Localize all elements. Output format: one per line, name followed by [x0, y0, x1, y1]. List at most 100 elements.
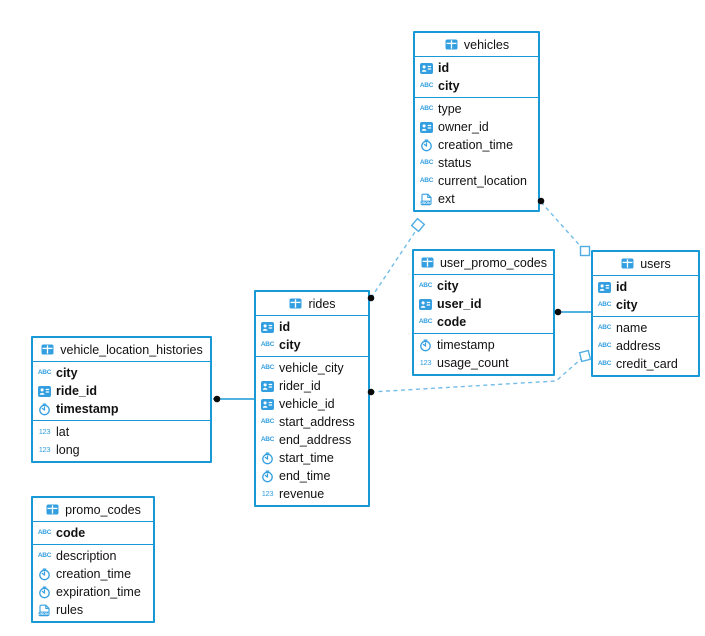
user-id-icon [597, 281, 612, 294]
text-type-icon: ABC [597, 341, 612, 349]
text-type-icon: ABC [260, 363, 275, 371]
table-icon [620, 257, 635, 270]
text-type-icon: ABC [418, 281, 433, 289]
field-row-city[interactable]: ABC city [33, 364, 210, 382]
field-name: ext [438, 192, 455, 206]
field-name: city [279, 338, 301, 352]
table-header[interactable]: users [593, 252, 698, 276]
field-row-id[interactable]: id [415, 59, 538, 77]
table-header[interactable]: user_promo_codes [414, 251, 553, 275]
json-type-icon: JSON [419, 193, 434, 206]
user-id-icon [260, 380, 275, 393]
field-row-user_id[interactable]: user_id [414, 295, 553, 313]
field-name: id [279, 320, 291, 334]
field-row-ride_id[interactable]: ride_id [33, 382, 210, 400]
user-id-icon [37, 385, 52, 398]
svg-text:JSON: JSON [421, 201, 431, 205]
field-name: end_time [279, 469, 331, 483]
text-type-icon: ABC [419, 81, 434, 89]
field-name: rider_id [279, 379, 321, 393]
field-row-creation_time[interactable]: creation_time [33, 565, 153, 583]
field-row-creation_time[interactable]: creation_time [415, 136, 538, 154]
field-row-expiration_time[interactable]: expiration_time [33, 583, 153, 601]
field-name: type [438, 102, 462, 116]
field-row-credit_card[interactable]: ABC credit_card [593, 355, 698, 373]
table-header[interactable]: rides [256, 292, 368, 316]
field-name: usage_count [437, 356, 509, 370]
table-name: users [640, 256, 671, 271]
table-header[interactable]: vehicle_location_histories [33, 338, 210, 362]
text-type-icon: ABC [37, 368, 52, 376]
field-name: credit_card [616, 357, 678, 371]
text-type-icon: ABC [597, 323, 612, 331]
field-name: timestamp [437, 338, 495, 352]
field-row-city[interactable]: ABC city [415, 77, 538, 95]
field-name: city [438, 79, 460, 93]
text-type-icon: ABC [260, 417, 275, 425]
field-row-start_time[interactable]: start_time [256, 449, 368, 467]
timestamp-icon [37, 567, 52, 581]
field-name: creation_time [56, 567, 132, 581]
field-row-ext[interactable]: JSON ext [415, 190, 538, 208]
field-name: revenue [279, 487, 325, 501]
timestamp-icon [37, 402, 52, 416]
field-row-timestamp[interactable]: timestamp [414, 336, 553, 354]
field-name: vehicle_id [279, 397, 335, 411]
text-type-icon: ABC [597, 300, 612, 308]
field-row-timestamp[interactable]: timestamp [33, 400, 210, 418]
timestamp-icon [37, 585, 52, 599]
field-row-id[interactable]: id [256, 318, 368, 336]
table-header[interactable]: promo_codes [33, 498, 153, 522]
field-row-owner_id[interactable]: owner_id [415, 118, 538, 136]
field-name: start_address [279, 415, 355, 429]
field-row-rider_id[interactable]: rider_id [256, 377, 368, 395]
text-type-icon: ABC [37, 528, 52, 536]
field-name: code [56, 526, 86, 540]
text-type-icon: ABC [597, 359, 612, 367]
svg-text:JSON: JSON [39, 612, 49, 616]
field-row-code[interactable]: ABC code [33, 524, 153, 542]
table-name: vehicle_location_histories [60, 342, 203, 357]
field-name: timestamp [56, 402, 119, 416]
field-row-rules[interactable]: JSON rules [33, 601, 153, 619]
field-name: rules [56, 603, 84, 617]
field-row-start_address[interactable]: ABC start_address [256, 413, 368, 431]
field-name: city [56, 366, 78, 380]
table-icon [444, 38, 459, 51]
field-row-vehicle_id[interactable]: vehicle_id [256, 395, 368, 413]
field-name: creation_time [438, 138, 514, 152]
table-header[interactable]: vehicles [415, 33, 538, 57]
field-row-id[interactable]: id [593, 278, 698, 296]
field-row-end_time[interactable]: end_time [256, 467, 368, 485]
timestamp-icon [418, 338, 433, 352]
text-type-icon: ABC [419, 176, 434, 184]
